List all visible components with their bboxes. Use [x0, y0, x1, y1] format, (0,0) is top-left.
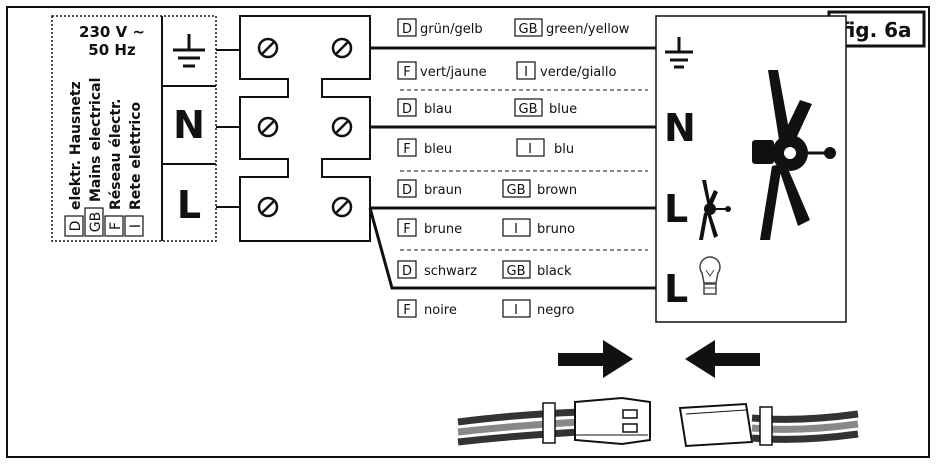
screw-neutral-right: [331, 116, 353, 138]
svg-text:GB: GB: [519, 22, 538, 37]
mains-supply-box: 230 V ~ 50 Hz D elektr. Hausnetz GB Main…: [51, 15, 217, 242]
screw-neutral-left: [257, 116, 279, 138]
svg-text:brune: brune: [424, 222, 462, 237]
arrow-right-icon: [558, 340, 633, 378]
svg-text:I: I: [528, 142, 532, 157]
svg-text:blau: blau: [424, 102, 452, 117]
appliance-terminal-n: N: [664, 106, 696, 150]
appliance-terminal-l-light: L: [664, 267, 688, 311]
supply-frequency: 50 Hz: [88, 41, 136, 59]
svg-text:blu: blu: [554, 142, 574, 157]
screw-earth-right: [331, 37, 353, 59]
svg-text:blue: blue: [549, 102, 577, 117]
svg-text:D: D: [68, 221, 84, 232]
connector-icon: [678, 402, 859, 448]
svg-text:F: F: [108, 222, 124, 230]
svg-text:D: D: [402, 183, 412, 198]
svg-text:Mains electrical: Mains electrical: [88, 78, 104, 202]
live-fan-color-labels: D braun GB brown F brune I bruno: [397, 179, 577, 237]
screw-earth-left: [257, 37, 279, 59]
svg-text:black: black: [537, 264, 572, 279]
svg-text:grün/gelb: grün/gelb: [420, 22, 483, 37]
supply-name-de: D elektr. Hausnetz: [64, 81, 84, 237]
earth-color-labels: D grün/gelb GB green/yellow F vert/jaune…: [397, 18, 630, 80]
svg-text:noire: noire: [424, 303, 457, 318]
svg-text:GB: GB: [88, 212, 104, 232]
fan-icon: [752, 70, 836, 240]
svg-text:D: D: [402, 264, 412, 279]
wire-live-light: [368, 207, 656, 290]
supply-name-f: F Réseau électr.: [104, 99, 124, 237]
svg-text:D: D: [402, 102, 412, 117]
svg-text:elektr. Hausnetz: elektr. Hausnetz: [68, 81, 84, 210]
svg-text:Rete elettrico: Rete elettrico: [128, 101, 144, 210]
neutral-color-labels: D blau GB blue F bleu I blu: [397, 98, 577, 157]
svg-text:GB: GB: [507, 183, 526, 198]
supply-voltage: 230 V ~: [79, 23, 145, 41]
arrow-left-icon: [685, 340, 760, 378]
svg-text:schwarz: schwarz: [424, 264, 477, 279]
terminal-label-n: N: [173, 103, 205, 147]
appliance-terminal-l-fan: L: [664, 187, 688, 231]
svg-text:D: D: [402, 22, 412, 37]
svg-text:braun: braun: [424, 183, 462, 198]
svg-text:F: F: [403, 303, 410, 318]
svg-text:I: I: [514, 222, 518, 237]
live-light-color-labels: D schwarz GB black F noire I negro: [397, 260, 575, 318]
svg-text:I: I: [524, 65, 528, 80]
svg-text:F: F: [403, 222, 410, 237]
svg-text:Réseau électr.: Réseau électr.: [108, 99, 124, 210]
connector-icon: [457, 396, 651, 446]
svg-text:brown: brown: [537, 183, 577, 198]
fan-icon: [699, 180, 731, 240]
svg-text:GB: GB: [507, 264, 526, 279]
supply-name-gb: GB Mains electrical: [84, 78, 104, 237]
svg-text:vert/jaune: vert/jaune: [420, 65, 487, 80]
svg-text:negro: negro: [537, 303, 575, 318]
supply-name-i: I Rete elettrico: [124, 101, 144, 237]
svg-text:F: F: [403, 142, 410, 157]
svg-text:green/yellow: green/yellow: [546, 22, 630, 37]
terminal-block: [239, 15, 371, 242]
svg-text:bleu: bleu: [424, 142, 452, 157]
earth-icon: [173, 34, 205, 68]
svg-text:F: F: [403, 65, 410, 80]
earth-icon: [665, 37, 693, 69]
screw-live-right: [331, 196, 353, 218]
screw-live-left: [257, 196, 279, 218]
figure-label-text: fig. 6a: [840, 18, 911, 42]
svg-text:bruno: bruno: [537, 222, 575, 237]
svg-text:I: I: [128, 224, 144, 228]
svg-text:I: I: [514, 303, 518, 318]
light-bulb-icon: [699, 256, 721, 295]
appliance-box: N L L: [655, 15, 847, 323]
svg-text:GB: GB: [519, 102, 538, 117]
outer-frame: [6, 6, 930, 458]
svg-text:verde/giallo: verde/giallo: [540, 65, 616, 80]
terminal-label-l: L: [177, 183, 201, 227]
